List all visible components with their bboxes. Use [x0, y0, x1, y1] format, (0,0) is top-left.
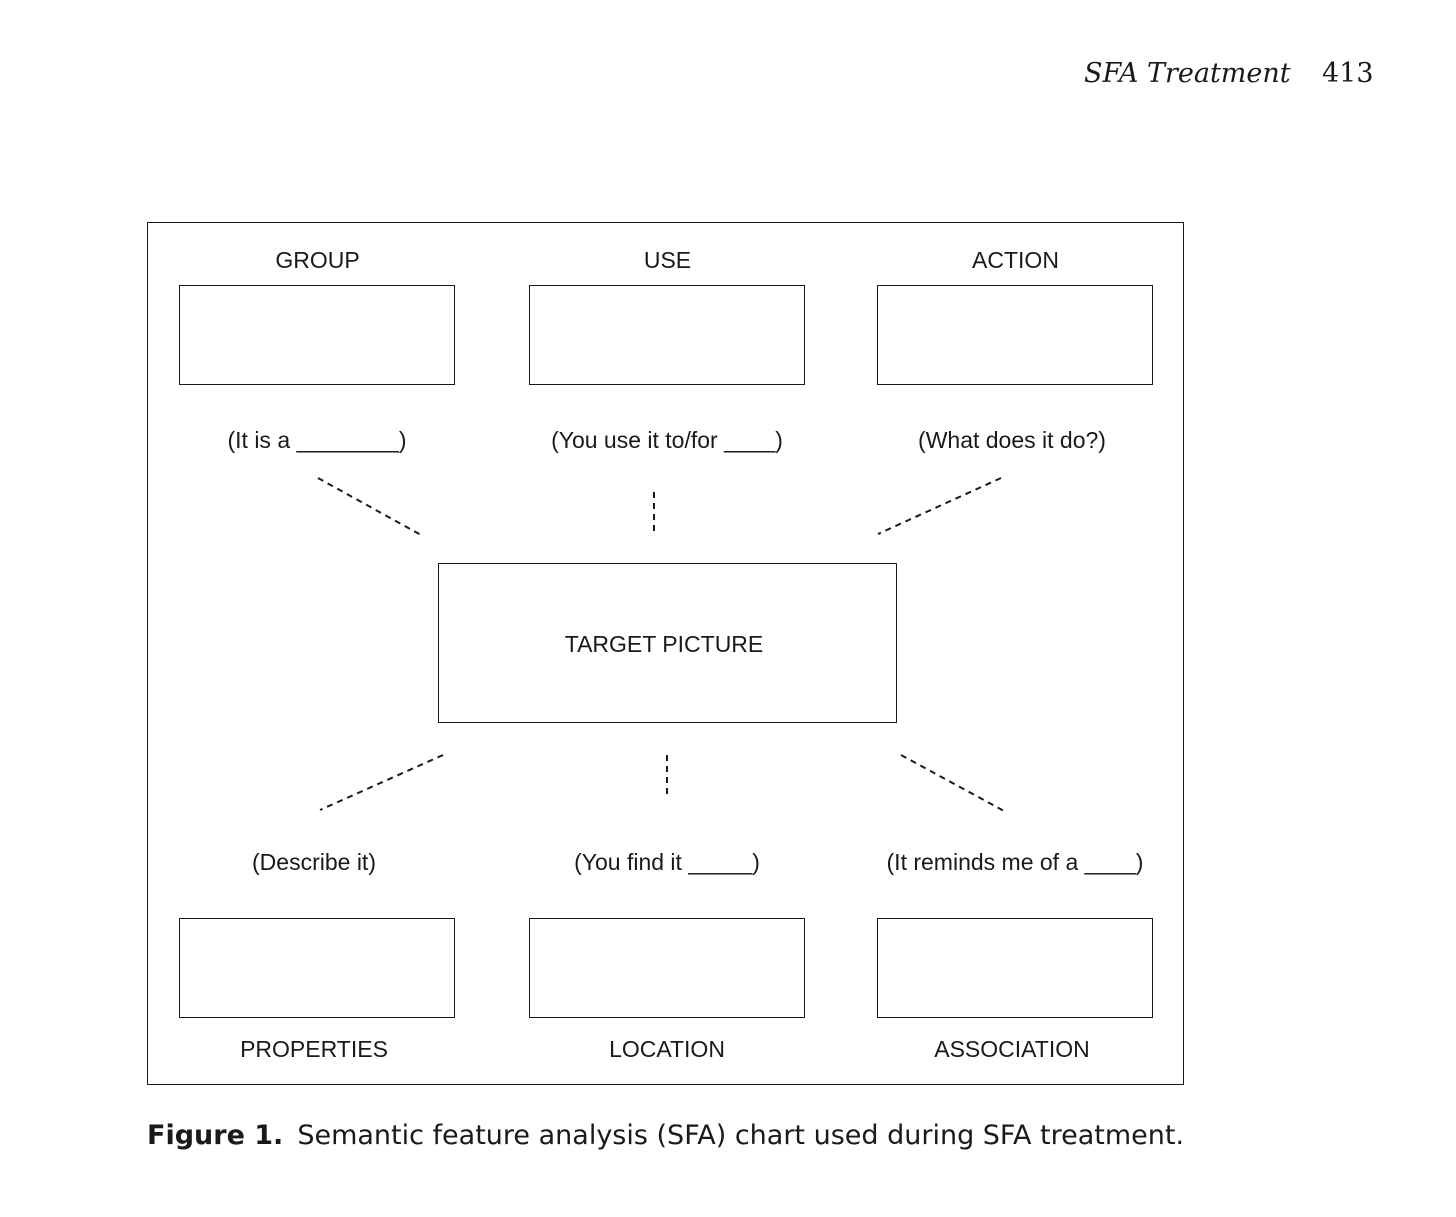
location-heading: LOCATION	[609, 1036, 725, 1062]
use-prompt: (You use it to/for ____)	[551, 427, 783, 453]
location-prompt: (You find it _____)	[574, 849, 760, 875]
group-box[interactable]	[179, 285, 455, 385]
target-picture-label: TARGET PICTURE	[564, 631, 764, 657]
action-box[interactable]	[877, 285, 1153, 385]
page-number: 413	[1322, 58, 1374, 89]
caption-text: Semantic feature analysis (SFA) chart us…	[297, 1120, 1185, 1151]
use-heading: USE	[643, 247, 692, 273]
target-picture-box[interactable]	[438, 563, 897, 723]
use-box[interactable]	[529, 285, 805, 385]
running-head: SFA Treatment 413	[1040, 58, 1380, 98]
group-prompt: (It is a ________)	[227, 427, 407, 453]
properties-box[interactable]	[179, 918, 455, 1018]
association-heading: ASSOCIATION	[934, 1036, 1090, 1062]
action-heading: ACTION	[972, 247, 1059, 273]
figure-frame	[147, 222, 1184, 1085]
location-box[interactable]	[529, 918, 805, 1018]
running-head-title: SFA Treatment	[1084, 58, 1291, 89]
caption-label: Figure 1.	[147, 1120, 284, 1151]
group-heading: GROUP	[275, 247, 360, 273]
association-box[interactable]	[877, 918, 1153, 1018]
action-prompt: (What does it do?)	[918, 427, 1106, 453]
properties-heading: PROPERTIES	[240, 1036, 388, 1062]
properties-prompt: (Describe it)	[252, 849, 376, 875]
association-prompt: (It reminds me of a ____)	[886, 849, 1144, 875]
figure-caption: Figure 1. Semantic feature analysis (SFA)…	[147, 1120, 1347, 1160]
